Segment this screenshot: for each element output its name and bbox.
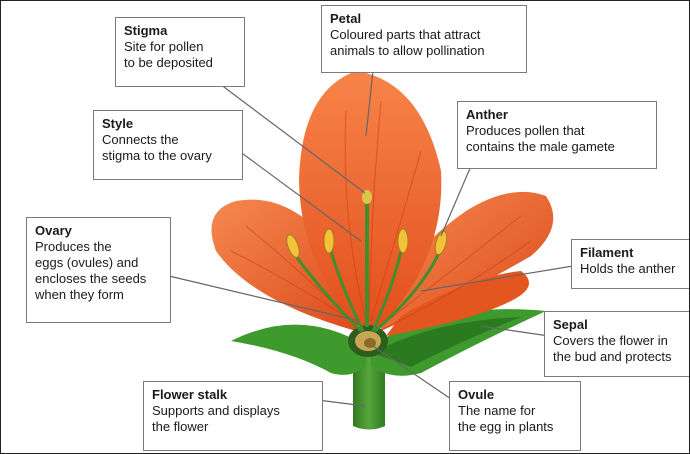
label-anther: Anther Produces pollen that contains the… <box>457 101 657 169</box>
label-title: Anther <box>466 107 648 123</box>
label-desc: animals to allow pollination <box>330 43 518 59</box>
label-title: Stigma <box>124 23 236 39</box>
label-title: Style <box>102 116 234 132</box>
label-ovary: Ovary Produces the eggs (ovules) and enc… <box>26 217 171 323</box>
label-desc: Holds the anther <box>580 261 682 277</box>
label-desc: Connects the <box>102 132 234 148</box>
label-desc: contains the male gamete <box>466 139 648 155</box>
label-title: Filament <box>580 245 682 261</box>
label-desc: Coloured parts that attract <box>330 27 518 43</box>
label-desc: Supports and displays <box>152 403 314 419</box>
label-desc: eggs (ovules) and <box>35 255 162 271</box>
label-desc: Site for pollen <box>124 39 236 55</box>
label-title: Flower stalk <box>152 387 314 403</box>
label-filament: Filament Holds the anther <box>571 239 690 289</box>
label-style: Style Connects the stigma to the ovary <box>93 110 243 180</box>
label-flower-stalk: Flower stalk Supports and displays the f… <box>143 381 323 451</box>
label-sepal: Sepal Covers the flower in the bud and p… <box>544 311 690 377</box>
label-title: Ovule <box>458 387 572 403</box>
label-desc: the bud and protects <box>553 349 682 365</box>
label-desc: Produces pollen that <box>466 123 648 139</box>
label-desc: Produces the <box>35 239 162 255</box>
sepal-left <box>231 325 366 375</box>
label-desc: encloses the seeds <box>35 271 162 287</box>
label-desc: the egg in plants <box>458 419 572 435</box>
label-desc: stigma to the ovary <box>102 148 234 164</box>
label-title: Petal <box>330 11 518 27</box>
label-desc: when they form <box>35 287 162 303</box>
label-title: Sepal <box>553 317 682 333</box>
label-desc: the flower <box>152 419 314 435</box>
label-stigma: Stigma Site for pollen to be deposited <box>115 17 245 87</box>
label-desc: to be deposited <box>124 55 236 71</box>
label-title: Ovary <box>35 223 162 239</box>
label-petal: Petal Coloured parts that attract animal… <box>321 5 527 73</box>
label-desc: Covers the flower in <box>553 333 682 349</box>
label-ovule: Ovule The name for the egg in plants <box>449 381 581 451</box>
label-desc: The name for <box>458 403 572 419</box>
